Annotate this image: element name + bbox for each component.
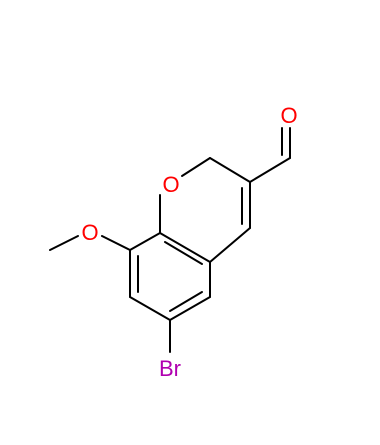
aldehyde-oxygen-label: O [280, 103, 297, 128]
c8a-c4a-inner-bond [164, 241, 203, 265]
ring-oxygen-label: O [162, 172, 179, 197]
c4-c4a-bond [209, 227, 251, 263]
bonds [49, 127, 291, 353]
c5-c6-inner-bond [169, 291, 203, 312]
methyl-o-bond [49, 235, 79, 251]
c8-c8a-bond [129, 232, 161, 251]
o1-c2-bond [181, 157, 211, 177]
c6-c7-bond [129, 296, 171, 321]
methoxy-oxygen-label: O [81, 220, 98, 245]
c8a-c4a-bond [159, 232, 211, 263]
c2-c3-bond [209, 157, 251, 183]
bromine-label: Br [159, 356, 181, 381]
c5-c6-bond [169, 296, 211, 321]
methoxy-c8-bond [101, 235, 131, 251]
c3-cho-bond [249, 157, 291, 183]
atom-labels: O O O Br [81, 103, 297, 381]
